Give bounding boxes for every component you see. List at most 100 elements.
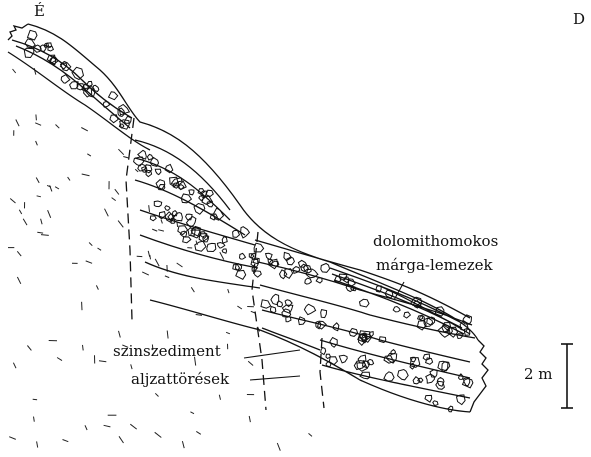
texture-dash: [27, 346, 31, 351]
pebble: [433, 401, 438, 406]
pebble: [173, 213, 182, 221]
pebble: [194, 204, 205, 215]
pebble: [457, 334, 463, 339]
texture-dash: [161, 220, 162, 224]
pebble: [241, 227, 250, 238]
pebble: [266, 253, 273, 259]
texture-dash: [152, 229, 157, 231]
top-surface: [28, 24, 478, 340]
texture-dash: [165, 276, 169, 278]
texture-dash: [237, 306, 242, 309]
right-jagged-edge: [470, 340, 488, 412]
texture-dash: [220, 252, 224, 260]
texture-dash: [131, 364, 132, 369]
texture-dash: [13, 363, 16, 369]
leader-basement-faults: [250, 376, 300, 380]
texture-dash: [19, 210, 21, 214]
pebble: [271, 307, 276, 313]
pebble: [172, 211, 177, 216]
pebble: [261, 300, 271, 308]
texture-dash: [309, 433, 313, 436]
label-dolomite-line2: márga-lemezek: [376, 256, 493, 274]
pebble: [147, 154, 153, 160]
texture-dash: [196, 315, 202, 316]
texture-dash: [87, 154, 91, 156]
texture-dash: [182, 441, 184, 448]
texture-dash: [68, 177, 70, 180]
texture-dash: [104, 425, 111, 427]
texture-dash: [55, 187, 59, 189]
texture-dash: [41, 219, 43, 224]
pebble: [103, 102, 109, 108]
label-basement-faults: aljzattörések: [131, 370, 229, 388]
texture-dash: [34, 417, 35, 422]
pebble: [217, 243, 224, 249]
texture-dash: [118, 149, 123, 155]
basement-rock-texture: [8, 68, 312, 451]
pebble: [189, 190, 194, 195]
texture-dash: [33, 399, 37, 400]
texture-dash: [57, 358, 62, 361]
texture-dash: [89, 243, 92, 246]
pebble: [354, 361, 365, 370]
basement-faults: [126, 118, 324, 410]
texture-dash: [142, 272, 149, 275]
pebble: [254, 271, 261, 277]
texture-dash: [99, 361, 106, 362]
orientation-right: D: [573, 10, 585, 28]
pebble: [339, 355, 347, 363]
top-jagged-edge: [8, 24, 28, 40]
texture-dash: [228, 289, 229, 293]
label-synsediment: szinszediment: [113, 342, 221, 360]
pebble: [222, 237, 227, 244]
pebble: [304, 304, 315, 314]
texture-dash: [36, 141, 38, 145]
texture-dash: [155, 432, 162, 437]
texture-dash: [130, 424, 136, 429]
texture-dash: [96, 285, 98, 289]
texture-dash: [10, 199, 15, 204]
texture-dash: [123, 157, 128, 158]
pebble: [280, 270, 287, 279]
texture-dash: [81, 128, 88, 131]
texture-dash: [112, 198, 116, 201]
texture-dash: [37, 232, 43, 233]
texture-dash: [196, 431, 201, 434]
texture-dash: [35, 123, 41, 126]
pebble: [442, 362, 450, 371]
texture-dash: [83, 345, 84, 351]
pebble: [333, 323, 339, 331]
texture-dash: [13, 69, 16, 73]
pebble: [413, 377, 420, 384]
pebble: [109, 92, 118, 100]
texture-dash: [155, 393, 158, 396]
texture-dash: [37, 196, 41, 197]
pebble: [240, 253, 246, 259]
texture-dash: [36, 115, 37, 121]
pebble: [206, 190, 213, 196]
texture-dash: [158, 230, 164, 231]
pebble: [150, 216, 156, 221]
texture-dash: [135, 169, 138, 172]
sediment-layers: [8, 24, 488, 412]
texture-dash: [37, 441, 38, 447]
texture-dash: [155, 259, 159, 266]
pebble: [393, 307, 400, 312]
texture-dash: [115, 189, 119, 194]
texture-dash: [149, 205, 150, 212]
pebble: [284, 269, 292, 279]
pebble: [165, 206, 170, 211]
pebble: [305, 278, 312, 284]
pebble: [404, 312, 411, 318]
pebble: [222, 249, 226, 253]
fault-line-1: [126, 118, 134, 320]
label-dolomite-line1: dolomithomokos: [373, 232, 498, 250]
texture-dash: [41, 235, 49, 236]
pebble: [321, 264, 330, 273]
pebble: [271, 294, 279, 304]
texture-dash: [85, 425, 87, 430]
texture-dash: [36, 178, 39, 183]
texture-dash: [17, 277, 20, 284]
pebble: [384, 372, 394, 381]
